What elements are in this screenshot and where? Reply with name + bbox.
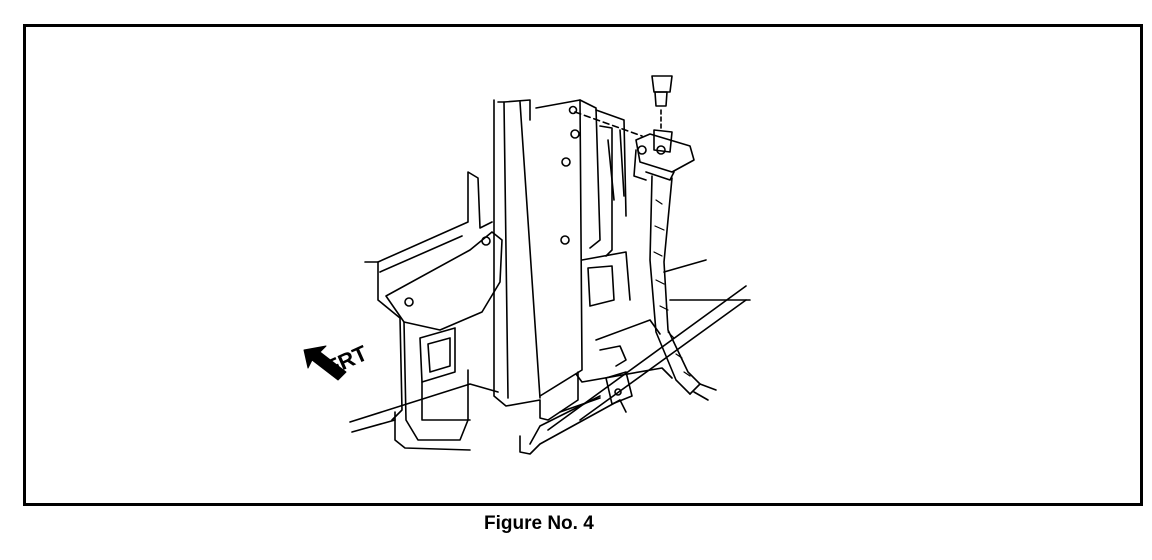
- figure-caption: Figure No. 4: [484, 513, 594, 534]
- front-direction-indicator: FRT: [303, 340, 372, 381]
- front-arrow-icon: [303, 345, 347, 381]
- cable-clip-assembly: [574, 75, 717, 401]
- front-direction-label: FRT: [322, 340, 372, 380]
- floor-rails: [519, 259, 751, 455]
- figure-frame: [23, 24, 1143, 506]
- seat-bracket: [349, 171, 503, 451]
- vertical-pillar: [493, 99, 631, 421]
